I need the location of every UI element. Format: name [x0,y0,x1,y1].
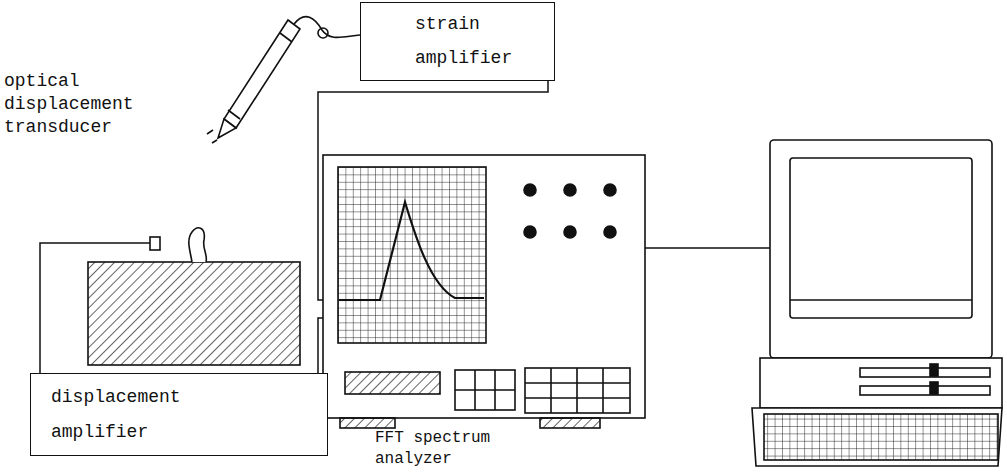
analyzer-body [323,155,645,428]
transducer-wire [40,243,150,373]
data-cable [645,247,770,249]
signal-cable [318,318,323,373]
analyzer-device: FFT spectrum analyzer [323,155,645,428]
amplifier-box: displacement amplifier [30,373,328,456]
part-label: optical displacement transducer [4,70,144,139]
box-label: strain amplifier [415,7,530,75]
specimen-block [88,262,300,365]
specimen-tab [189,228,207,262]
computer [752,140,1002,466]
box-label: displacement amplifier [51,380,201,450]
strain-probe [207,17,360,143]
amplifier-box: strain amplifier [360,2,555,81]
device-label: FFT spectrum analyzer [375,428,510,470]
optical-transducer [150,237,160,250]
signal-cable [318,81,548,300]
